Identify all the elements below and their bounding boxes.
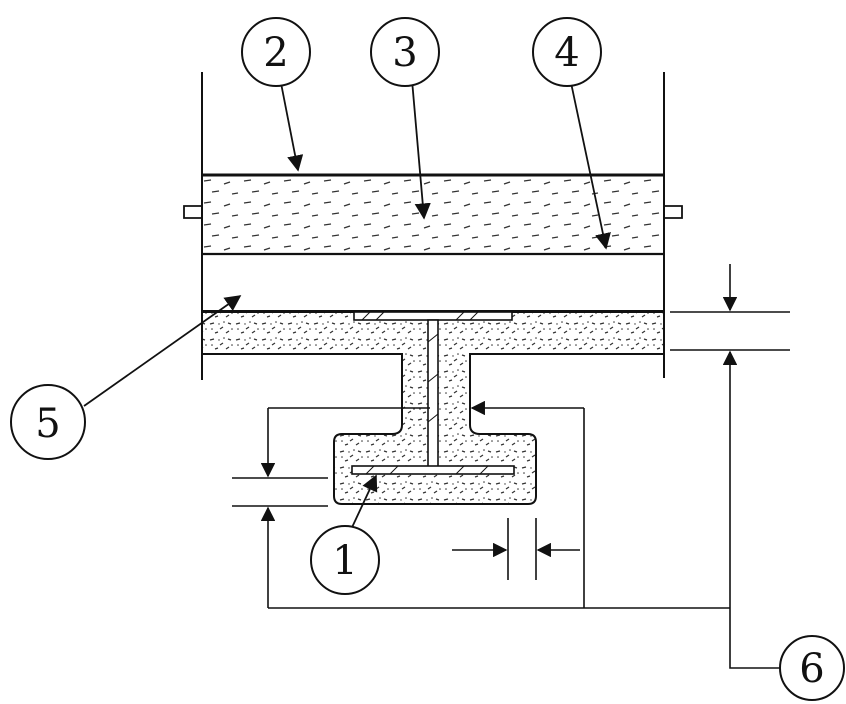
- leader-3: [411, 79, 431, 220]
- callout-circle-5: 5: [10, 384, 86, 460]
- callout-circle-1: 1: [310, 525, 380, 595]
- left-break-mark: [183, 205, 202, 219]
- callout-label-2: 2: [263, 30, 288, 76]
- callout-circle-6: 6: [779, 635, 845, 701]
- dimension-web-cover: [452, 400, 585, 608]
- dimension-slab-thickness: [670, 264, 790, 610]
- beam-hatching: [361, 311, 489, 475]
- callout-label-4: 4: [554, 30, 579, 76]
- screed-fill: [202, 176, 664, 254]
- steel-i-beam: [351, 311, 515, 475]
- callout-circle-3: 3: [370, 17, 440, 87]
- right-break-mark: [664, 205, 683, 219]
- leader-5: [83, 295, 242, 407]
- dimension-bottom-cover: [232, 407, 430, 608]
- leader-2: [279, 77, 304, 172]
- callout-label-5: 5: [35, 401, 60, 447]
- callout-leaders: [83, 77, 611, 537]
- screed-layer: [183, 176, 683, 254]
- leader-4: [569, 77, 611, 250]
- beam-web: [427, 319, 439, 469]
- leader-6-to-circle: [729, 610, 788, 669]
- callout-label-1: 1: [332, 538, 357, 584]
- beam-bottom-flange: [351, 465, 515, 475]
- callout-label-3: 3: [392, 30, 417, 76]
- callout-circle-2: 2: [241, 17, 311, 87]
- callout-circle-4: 4: [532, 17, 602, 87]
- callout-label-6: 6: [799, 646, 824, 692]
